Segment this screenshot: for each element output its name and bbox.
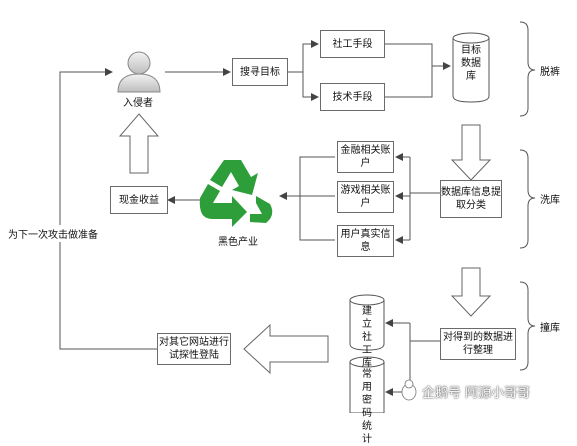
arrow-cash-to-intruder [118,113,160,174]
edge-feedback-loop [59,68,157,350]
bracket-stage2 [519,149,536,249]
finance-account-box[interactable]: 金融相关账户 [337,141,394,173]
target-db-text: 目标数据库 [453,44,489,98]
db-cylinder-socialdb [349,294,385,351]
target-db-label: 目标数据库 [461,45,481,82]
social-engineering-box[interactable]: 社工手段 [320,30,385,58]
user-info-label: 用户真实信息 [340,229,391,253]
edge-cat-merge [299,156,335,241]
intruder-label: 入侵者 [123,98,153,109]
stage-label-3: 撞库 [540,323,560,334]
penguin-icon [401,379,417,401]
stage-label-1: 脱裤 [540,67,560,78]
social-engineering-label: 社工手段 [332,38,373,50]
db-cylinder-target [452,32,490,103]
edge-merge [385,43,433,98]
game-account-box[interactable]: 游戏相关账户 [337,181,394,213]
probe-login-label: 对其它网站进行试探性登陆 [159,337,229,361]
watermark-text: 企鹅号 阿源小哥哥 [422,386,531,401]
arrow-db-to-extract [450,124,492,181]
bracket-stage3 [519,281,536,371]
black-industry-label: 黑色产业 [218,237,258,248]
person-icon [117,51,161,93]
arrow-extract-to-organize [450,267,492,317]
bracket-stage1 [519,21,536,117]
flow-diagram: 入侵者 搜寻目标 社工手段 技术手段 目标数据库 金融相关账户 游戏相关账户 用… [8,21,560,445]
arrow-organize-to-probe [243,323,329,375]
search-target-label: 搜寻目标 [240,66,280,78]
edge-split-branches [302,43,310,98]
stage-label-2: 洗库 [540,195,560,206]
recycle-icon [199,160,273,227]
db-extract-label: 数据库信息提取分类 [441,187,501,211]
organize-data-box[interactable]: 对得到的数据进行整理 [440,328,516,360]
organize-data-label: 对得到的数据进行整理 [443,332,513,356]
cash-gain-label: 现金收益 [119,194,159,206]
db-cylinder-pwdstats [349,356,385,413]
game-account-label: 游戏相关账户 [340,185,391,209]
pwd-stats-text: 常用密码统计 [350,368,384,445]
finance-account-label: 金融相关账户 [340,145,391,169]
technical-means-label: 技术手段 [332,91,373,103]
cash-gain-box[interactable]: 现金收益 [110,186,168,214]
db-extract-box[interactable]: 数据库信息提取分类 [440,180,502,218]
prepare-next-label: 为下一次攻击做准备 [8,225,98,242]
probe-login-box[interactable]: 对其它网站进行试探性登陆 [157,333,231,365]
build-social-db-label: 建立社工库 [362,306,372,369]
social-db-text: 建立社工库 [350,305,384,369]
common-pwd-label: 常用密码统计 [362,369,372,445]
search-target-box[interactable]: 搜寻目标 [232,58,288,86]
technical-means-box[interactable]: 技术手段 [320,83,385,111]
user-info-box[interactable]: 用户真实信息 [337,225,394,257]
connector-layer [59,21,536,413]
